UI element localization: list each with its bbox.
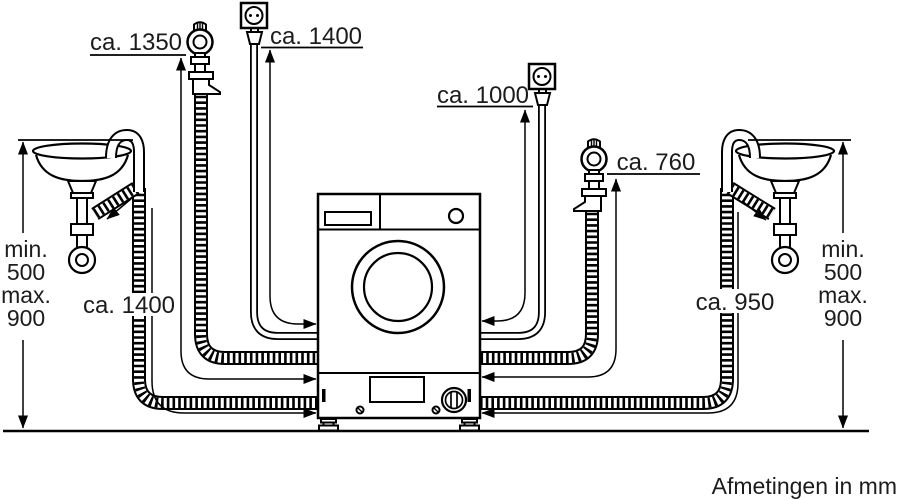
door-inner <box>362 251 434 323</box>
svg-text:max.: max. <box>1 282 51 308</box>
power-socket-icon-top <box>239 1 269 30</box>
measure-line-cord-right <box>481 109 530 326</box>
water-tap-icon-left <box>186 21 221 95</box>
siphon-union-nut-right <box>773 223 797 236</box>
svg-text:500: 500 <box>7 259 45 285</box>
water-tap-icon-right <box>573 138 608 212</box>
svg-text:900: 900 <box>824 305 862 331</box>
power-cord-right <box>478 103 542 336</box>
svg-text:ca. 1400: ca. 1400 <box>83 292 175 319</box>
svg-text:500: 500 <box>824 259 862 285</box>
siphon-connection-arrow-left <box>106 198 132 220</box>
svg-text:min.: min. <box>4 236 47 262</box>
dimension-label-tap-right: ca. 760 <box>617 149 696 176</box>
svg-text:min.: min. <box>821 236 864 262</box>
supply-hose-left <box>201 90 322 358</box>
measure-line-drain-right <box>481 212 739 418</box>
dimension-label-cord-top: ca. 1400 <box>270 23 362 50</box>
drain-hose-hook-right <box>727 135 755 192</box>
svg-text:max.: max. <box>818 282 868 308</box>
svg-text:ca. 950: ca. 950 <box>696 289 775 316</box>
height-range-label-right: min. 500 max. 900 <box>818 236 868 331</box>
dimension-label-drain-right: ca. 950 <box>691 289 779 316</box>
measure-line-tap-right <box>481 178 621 382</box>
dimension-label-tap-left: ca. 1350 <box>90 29 182 56</box>
service-flap <box>369 376 425 403</box>
display-window <box>324 211 372 226</box>
measure-line-drain-left <box>151 208 317 418</box>
power-socket-icon-right <box>527 62 557 91</box>
drain-hose-right <box>478 188 727 403</box>
adjustable-foot-left <box>318 418 339 432</box>
height-range-label-left: min. 500 max. 900 <box>1 236 51 331</box>
drain-hose-siphon-connector-left <box>95 188 136 214</box>
program-knob <box>447 207 465 225</box>
dimension-label-cord-right: ca. 1000 <box>437 82 529 109</box>
power-plug-icon-top <box>245 28 264 45</box>
adjustable-foot-right <box>459 418 480 432</box>
dimension-label-drain-left: ca. 1400 <box>79 292 179 319</box>
drain-hose-siphon-connector-right <box>730 188 772 214</box>
power-cord-left <box>254 40 322 336</box>
washing-machine-icon <box>316 192 482 432</box>
power-plug-icon-right <box>533 89 552 106</box>
measure-line-cord-top <box>265 49 317 329</box>
sink-icon-right <box>734 142 836 275</box>
siphon-connection-arrow-right <box>741 200 767 221</box>
svg-text:900: 900 <box>7 305 45 331</box>
unit-note: Afmetingen in mm <box>712 473 897 499</box>
measure-line-tap-left <box>176 57 317 384</box>
siphon-union-nut-left <box>70 223 94 236</box>
